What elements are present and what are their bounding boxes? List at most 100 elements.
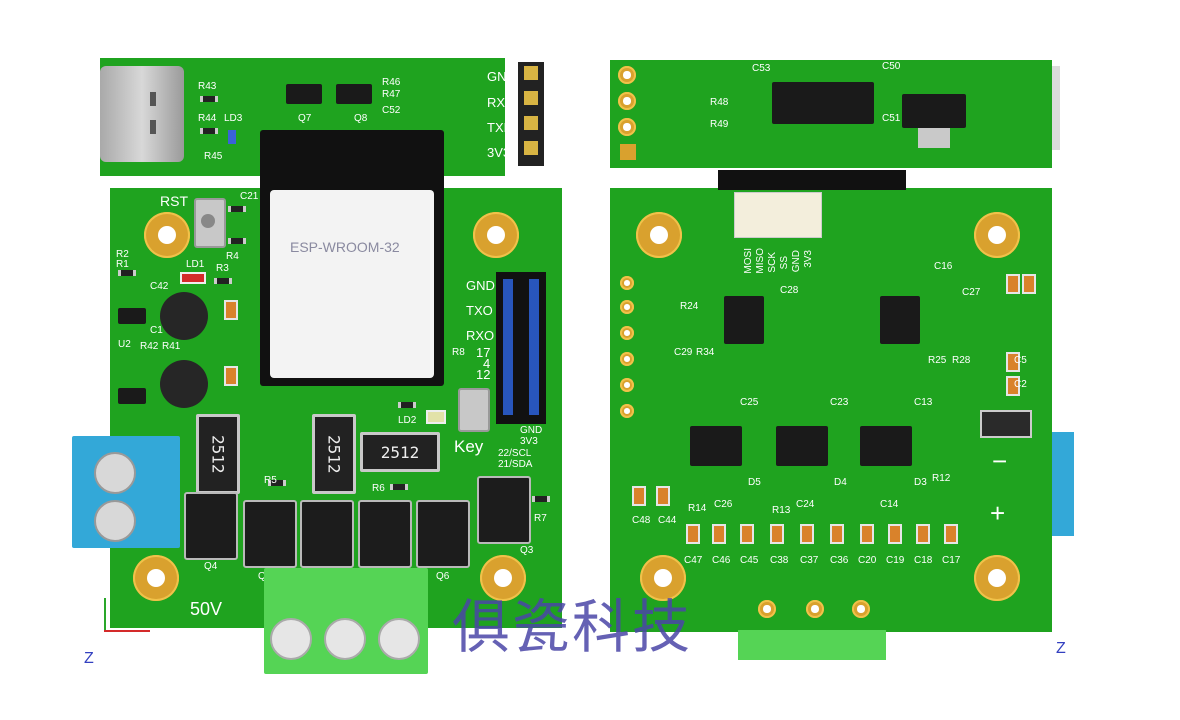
io-label-scl: 22/SCL (498, 448, 532, 459)
ref-u2: U2 (118, 339, 131, 350)
smd (398, 402, 416, 408)
smd-r43 (200, 96, 218, 102)
smd-r5 (268, 480, 286, 486)
header-label-gnd: GND (487, 69, 516, 84)
smd-r44 (200, 128, 218, 134)
smd-r4 (228, 238, 246, 244)
axis-gizmo-left (104, 598, 106, 632)
plus-label: + (990, 498, 1006, 528)
mounting-hole (473, 212, 519, 258)
ref-c29: C29 (674, 347, 693, 358)
led-ld3 (228, 130, 236, 144)
mosfet-q3 (477, 476, 531, 544)
ref-c47: C47 (684, 555, 703, 566)
mosfet-q6 (416, 500, 470, 568)
ref-c18: C18 (914, 555, 933, 566)
cap (712, 524, 726, 544)
u1-chip (118, 308, 146, 324)
cap (224, 366, 238, 386)
esp32-shield (270, 190, 434, 378)
rst-label: RST (160, 193, 188, 209)
spi-label-3v3: 3V3 (803, 250, 814, 268)
key-button[interactable] (458, 388, 490, 432)
ref-r14: R14 (688, 503, 707, 514)
ref-c42: C42 (150, 281, 169, 292)
ref-r7: R7 (534, 513, 547, 524)
ref-d3: D3 (914, 477, 927, 488)
usb-pin (150, 120, 156, 134)
ic-soic16 (772, 82, 874, 124)
ref-c13: C13 (914, 397, 933, 408)
inductor-l1 (160, 292, 208, 340)
header-mid-pins (503, 279, 539, 415)
terminal-screw (378, 618, 420, 660)
ref-c16: C16 (934, 261, 953, 272)
ref-r5: R5 (264, 475, 277, 486)
ref-r13: R13 (772, 505, 791, 516)
ref-r49: R49 (710, 119, 729, 130)
mid-label-gnd: GND (466, 278, 495, 293)
opamp-chip (880, 296, 920, 344)
header-label-txd: TXD (487, 120, 513, 135)
ref-c51: C51 (882, 113, 901, 124)
diode (980, 410, 1032, 438)
ref-ld1: LD1 (186, 259, 205, 270)
cap (888, 524, 902, 544)
via-pad (620, 326, 634, 340)
green-connector-bottom-right (738, 630, 886, 660)
ref-c26: C26 (714, 499, 733, 510)
ref-r2: R2 (116, 249, 129, 260)
mid-label-17: 17 (476, 345, 491, 360)
spi-label-gnd: GND (791, 250, 802, 273)
ref-c5: C5 (1014, 355, 1027, 366)
ref-r24: R24 (680, 301, 699, 312)
edge-connector (1052, 66, 1060, 150)
cap (1006, 352, 1020, 372)
ref-r6: R6 (372, 483, 385, 494)
cap (944, 524, 958, 544)
ref-c44: C44 (658, 515, 677, 526)
ref-c17: C17 (942, 555, 961, 566)
mounting-hole (144, 212, 190, 258)
slot (718, 170, 906, 190)
smd-c21 (228, 206, 246, 212)
via-pad (620, 300, 634, 314)
smd-r2 (118, 270, 136, 276)
smd-r6 (390, 484, 408, 490)
spi-label-ss: SS (779, 256, 790, 270)
ref-q7: Q7 (298, 113, 312, 124)
cap (1006, 376, 1020, 396)
regulator-tab (918, 128, 950, 148)
sensor-chip (690, 426, 742, 466)
blue-terminal-right (1052, 432, 1074, 536)
ref-q4: Q4 (204, 561, 218, 572)
ref-r44: R44 (198, 113, 217, 124)
ref-c21: C21 (240, 191, 259, 202)
ref-r12: R12 (932, 473, 951, 484)
edge-pad (618, 92, 636, 110)
axis-label-z-left: Z (84, 650, 94, 667)
mounting-hole (480, 555, 526, 601)
ref-c2: C2 (1014, 379, 1027, 390)
ref-c46: C46 (712, 555, 731, 566)
via-pad (620, 404, 634, 418)
cap (916, 524, 930, 544)
right-pcb-main (610, 188, 1052, 632)
edge-pad-square (620, 144, 636, 160)
ref-c20: C20 (858, 555, 877, 566)
ref-c19: C19 (886, 555, 905, 566)
ref-r45: R45 (204, 151, 223, 162)
axis-gizmo-left-x (104, 630, 150, 632)
spi-connector (734, 192, 822, 238)
cap (830, 524, 844, 544)
terminal-pad (852, 600, 870, 618)
ref-c23: C23 (830, 397, 849, 408)
usb-c-connector (100, 66, 184, 162)
terminal-pad (806, 600, 824, 618)
mosfet (300, 500, 354, 568)
cap (632, 486, 646, 506)
cap (656, 486, 670, 506)
ref-q3: Q3 (520, 545, 534, 556)
ref-r4: R4 (226, 251, 239, 262)
cap (860, 524, 874, 544)
